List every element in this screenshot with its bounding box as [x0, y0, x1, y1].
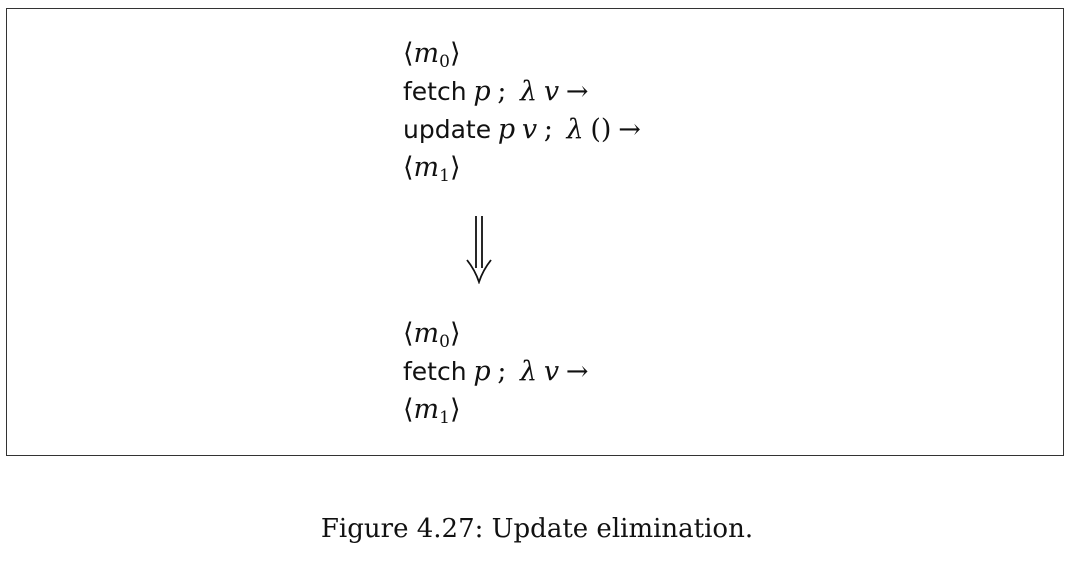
state-m1-after: ⟨m1⟩	[403, 394, 461, 428]
fetch-keyword: fetch	[403, 77, 467, 106]
state-m0-before: ⟨m0⟩	[403, 38, 461, 72]
update-keyword: update	[403, 115, 492, 144]
code-before: ⟨m0⟩ fetch p ; λ v → update p v ; λ () →…	[403, 34, 641, 186]
fetch-keyword: fetch	[403, 357, 467, 386]
code-after: ⟨m0⟩ fetch p ; λ v → ⟨m1⟩	[403, 314, 589, 428]
implies-down-arrow-icon	[466, 216, 492, 284]
fetch-line-after: fetch p ; λ v →	[403, 356, 589, 387]
fetch-line-before: fetch p ; λ v →	[403, 76, 589, 107]
figure-caption: Figure 4.27: Update elimination.	[320, 514, 754, 544]
state-m1-before: ⟨m1⟩	[403, 152, 461, 186]
state-m0-after: ⟨m0⟩	[403, 318, 461, 352]
figure-frame	[6, 8, 1064, 456]
update-line-before: update p v ; λ () →	[403, 114, 641, 145]
